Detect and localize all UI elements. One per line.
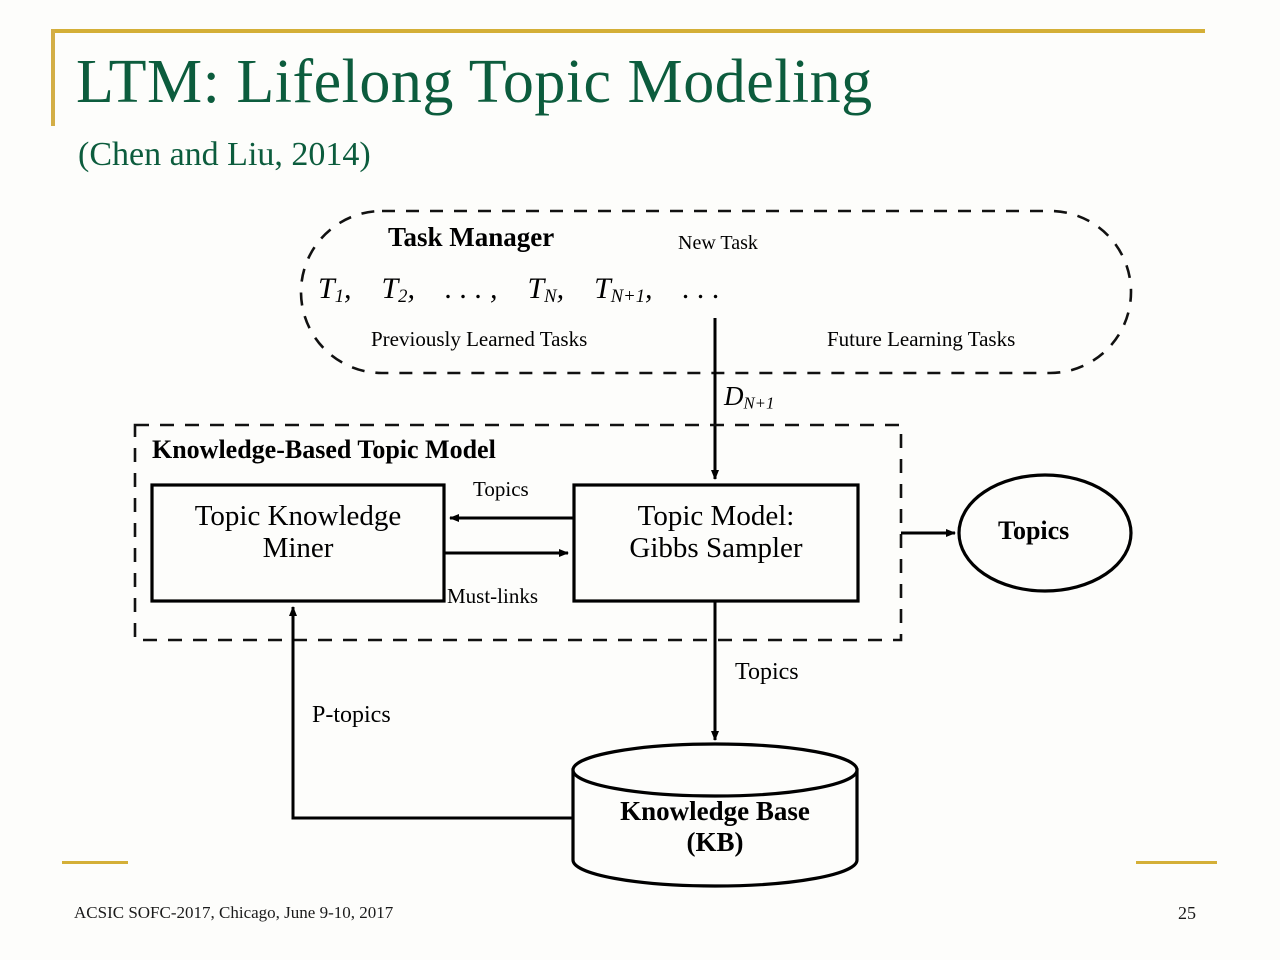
tkm-line2: Miner <box>262 532 334 565</box>
tm-line2: Gibbs Sampler <box>629 532 803 565</box>
topics-output-label: Topics <box>998 516 1070 545</box>
task-item-ellipsis-left: . . . , <box>444 272 498 305</box>
previously-learned-tasks-label: Previously Learned Tasks <box>371 327 588 351</box>
task-item-ellipsis-right: . . . <box>682 272 721 305</box>
kbtm-container-title: Knowledge-Based Topic Model <box>152 435 496 464</box>
new-task-label: New Task <box>678 232 758 254</box>
topics-output-ellipse <box>957 473 1133 593</box>
kb-line1: Knowledge Base <box>620 796 810 826</box>
topic-knowledge-miner-label: Topic Knowledge Miner <box>165 500 431 565</box>
tm-line1: Topic Model: <box>637 500 795 532</box>
edge-label-topics-to-miner: Topics <box>473 477 529 501</box>
edge-label-topics-to-kb: Topics <box>735 659 799 685</box>
accent-rule-left <box>51 29 55 126</box>
knowledge-base-cylinder-top <box>571 742 859 798</box>
page-title: LTM: Lifelong Topic Modeling <box>76 48 873 116</box>
edge-label-p-topics: P-topics <box>312 702 391 728</box>
task-manager-title: Task Manager <box>388 222 555 252</box>
accent-rule-footer-left <box>62 861 128 864</box>
topic-model-box <box>572 483 860 603</box>
knowledge-base-cylinder-body <box>571 768 859 888</box>
edge-ptopics-to-miner <box>289 606 573 820</box>
edge-label-documents: DN+1 <box>724 381 775 413</box>
edge-label-must-links: Must-links <box>447 584 539 608</box>
task-item-tn1: TN+1, <box>594 272 653 308</box>
future-learning-tasks-label: Future Learning Tasks <box>827 327 1016 351</box>
page-subtitle: (Chen and Liu, 2014) <box>78 136 371 173</box>
topic-model-label: Topic Model: Gibbs Sampler <box>586 500 846 565</box>
topic-knowledge-miner-box <box>150 483 446 603</box>
accent-rule-top <box>53 29 1205 33</box>
task-sequence: T1, T2, . . . , TN, TN+1, . . . <box>318 272 720 308</box>
kbtm-container-outline <box>133 423 903 642</box>
accent-rule-footer-right <box>1136 861 1217 864</box>
tkm-line1: Topic Knowledge <box>194 500 402 532</box>
kb-line2: (KB) <box>686 826 744 857</box>
footer-citation: ACSIC SOFC-2017, Chicago, June 9-10, 201… <box>74 903 394 922</box>
task-item-t1: T1, <box>318 272 352 308</box>
footer-page-number: 25 <box>1178 903 1196 923</box>
task-item-t2: T2, <box>381 272 415 308</box>
task-item-tn: TN, <box>527 272 565 308</box>
knowledge-base-label: Knowledge Base (KB) <box>586 796 844 858</box>
